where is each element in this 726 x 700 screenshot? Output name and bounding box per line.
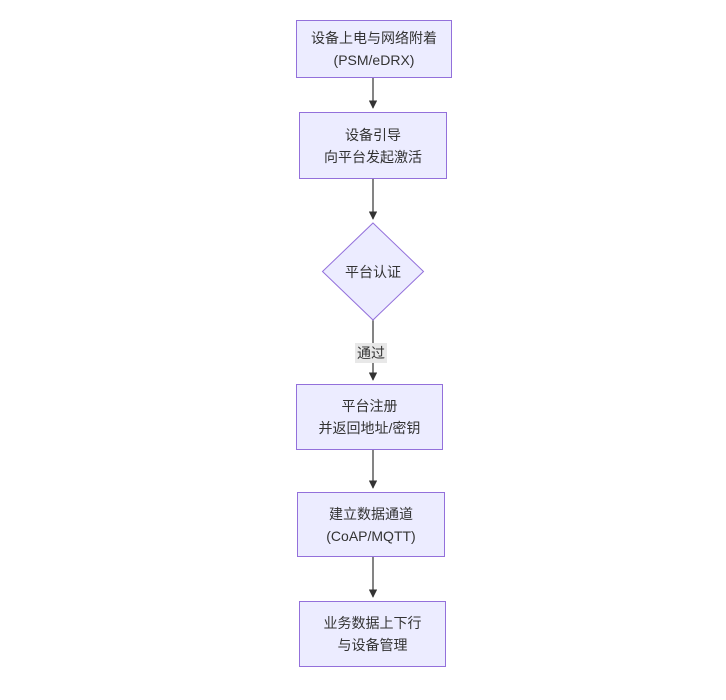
decision-diamond-shape <box>321 222 425 321</box>
node-power-on-network-attach: 设备上电与网络附着 (PSM/eDRX) <box>296 20 452 78</box>
node-platform-register: 平台注册 并返回地址/密钥 <box>296 384 443 450</box>
decision-platform-auth-label: 平台认证 <box>345 263 401 280</box>
edge-label-pass: 通过 <box>355 343 387 363</box>
node-device-bootstrap: 设备引导 向平台发起激活 <box>299 112 447 179</box>
node-business-data: 业务数据上下行 与设备管理 <box>299 601 446 667</box>
node-data-channel: 建立数据通道 (CoAP/MQTT) <box>297 492 445 557</box>
